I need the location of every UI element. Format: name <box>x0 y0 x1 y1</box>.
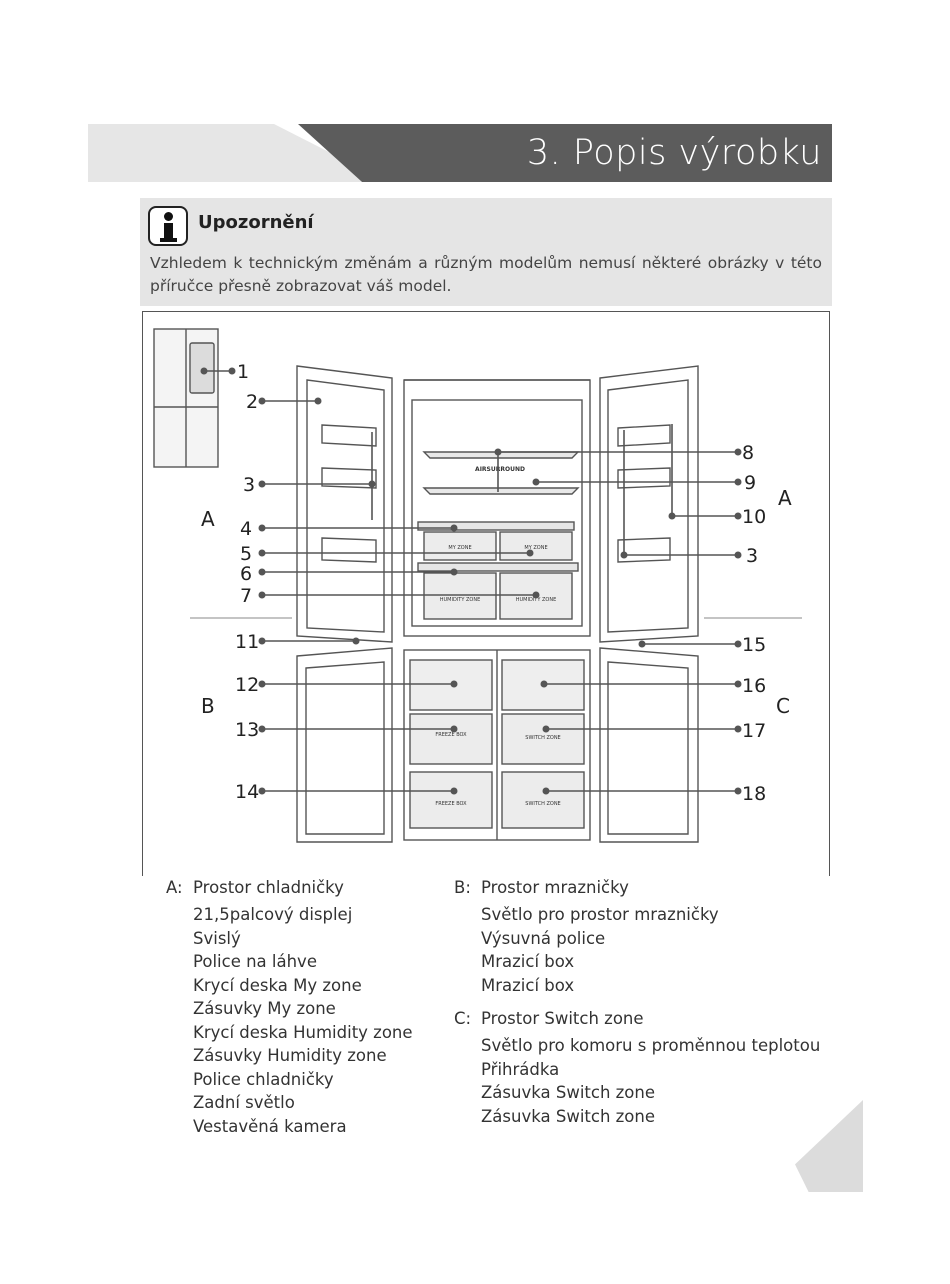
legend-item: Mrazicí box <box>481 952 575 971</box>
callout-number: 5 <box>240 543 252 565</box>
zone-letter: C <box>776 694 790 718</box>
legend-heading: C: Prostor Switch zone <box>454 1007 820 1031</box>
legend-item: Výsuvná police <box>481 928 606 948</box>
legend-item: Svislý <box>193 928 241 948</box>
notice-box: Upozornění Vzhledem k technickým změnám … <box>140 198 832 306</box>
legend-item: Zásuvky Humidity zone <box>193 1046 387 1065</box>
legend-title: Prostor mrazničky <box>481 878 629 897</box>
legend-freezer: B: Prostor mrazničky Světlo pro prostor … <box>454 876 820 1128</box>
legend-item: Mrazicí box <box>481 975 575 995</box>
diagram-frame <box>142 311 830 876</box>
callout-number: 1 <box>237 361 249 383</box>
callout-number: 13 <box>235 719 259 741</box>
drawer-label: MY ZONE <box>524 545 547 551</box>
legend-item: Světlo pro komoru s proměnnou teplotou <box>481 1036 821 1055</box>
drawer-label: SWITCH ZONE <box>525 735 560 741</box>
zone-letter: A <box>778 486 792 510</box>
callout-number: 4 <box>240 518 252 540</box>
legend-item: Zadní světlo <box>193 1093 295 1112</box>
legend-item: Přihrádka <box>481 1059 560 1079</box>
legend-letter: B: <box>454 878 471 897</box>
callout-number: 18 <box>742 783 766 805</box>
callout-number: 17 <box>742 720 766 742</box>
drawer-label: HUMIDITY ZONE <box>516 597 557 603</box>
info-icon <box>148 206 188 246</box>
legend-item: Zásuvka Switch zone <box>481 1106 656 1126</box>
legend-letter: C: <box>454 1009 472 1028</box>
legend-item: Police chladničky <box>193 1069 334 1089</box>
notice-text: Vzhledem k technickým změnám a různým mo… <box>150 254 822 295</box>
legend-fridge: A: Prostor chladničky 21,5palcový disple… <box>166 876 413 1138</box>
callout-number: 3 <box>243 474 255 496</box>
legend-item: Krycí deska Humidity zone <box>193 1022 413 1042</box>
legend-heading: A: Prostor chladničky <box>166 876 413 900</box>
callout-number: 16 <box>742 675 766 697</box>
callout-number: 11 <box>235 631 259 653</box>
legend-item: Zásuvky My zone <box>193 999 336 1018</box>
page-title: 3. Popis výrobku <box>526 133 822 173</box>
zone-letter: B <box>201 694 215 718</box>
callout-number: 15 <box>742 634 766 656</box>
legend-title: Prostor Switch zone <box>481 1009 644 1028</box>
drawer-label: MY ZONE <box>448 545 471 551</box>
callout-number: 14 <box>235 781 259 803</box>
callout-number: 10 <box>742 506 766 528</box>
callout-number: 12 <box>235 674 259 696</box>
callout-number: 8 <box>742 442 754 464</box>
notice-title: Upozornění <box>198 212 314 233</box>
legend-letter: A: <box>166 878 183 897</box>
callout-number: 9 <box>744 472 756 494</box>
callout-number: 2 <box>246 391 258 413</box>
shelf-label: AIRSURROUND <box>475 466 525 473</box>
legend-item: Police na láhve <box>193 952 317 971</box>
legend-item: Světlo pro prostor mrazničky <box>481 905 719 924</box>
drawer-label: HUMIDITY ZONE <box>440 597 481 603</box>
drawer-label: FREEZE BOX <box>435 801 467 807</box>
callout-number: 7 <box>240 585 252 607</box>
legend-item: Krycí deska My zone <box>193 975 362 995</box>
legend-title: Prostor chladničky <box>193 878 344 897</box>
legend-item: Zásuvka Switch zone <box>481 1083 656 1102</box>
header-band-dark <box>298 124 832 182</box>
drawer-label: FREEZE BOX <box>435 732 467 738</box>
legend-heading: B: Prostor mrazničky <box>454 876 820 900</box>
zone-letter: A <box>201 507 215 531</box>
callout-number: 6 <box>240 563 252 585</box>
legend-item: 21,5palcový displej <box>193 905 353 924</box>
drawer-label: SWITCH ZONE <box>525 801 560 807</box>
callout-number: 3 <box>746 545 758 567</box>
legend-item: Vestavěná kamera <box>193 1116 347 1136</box>
